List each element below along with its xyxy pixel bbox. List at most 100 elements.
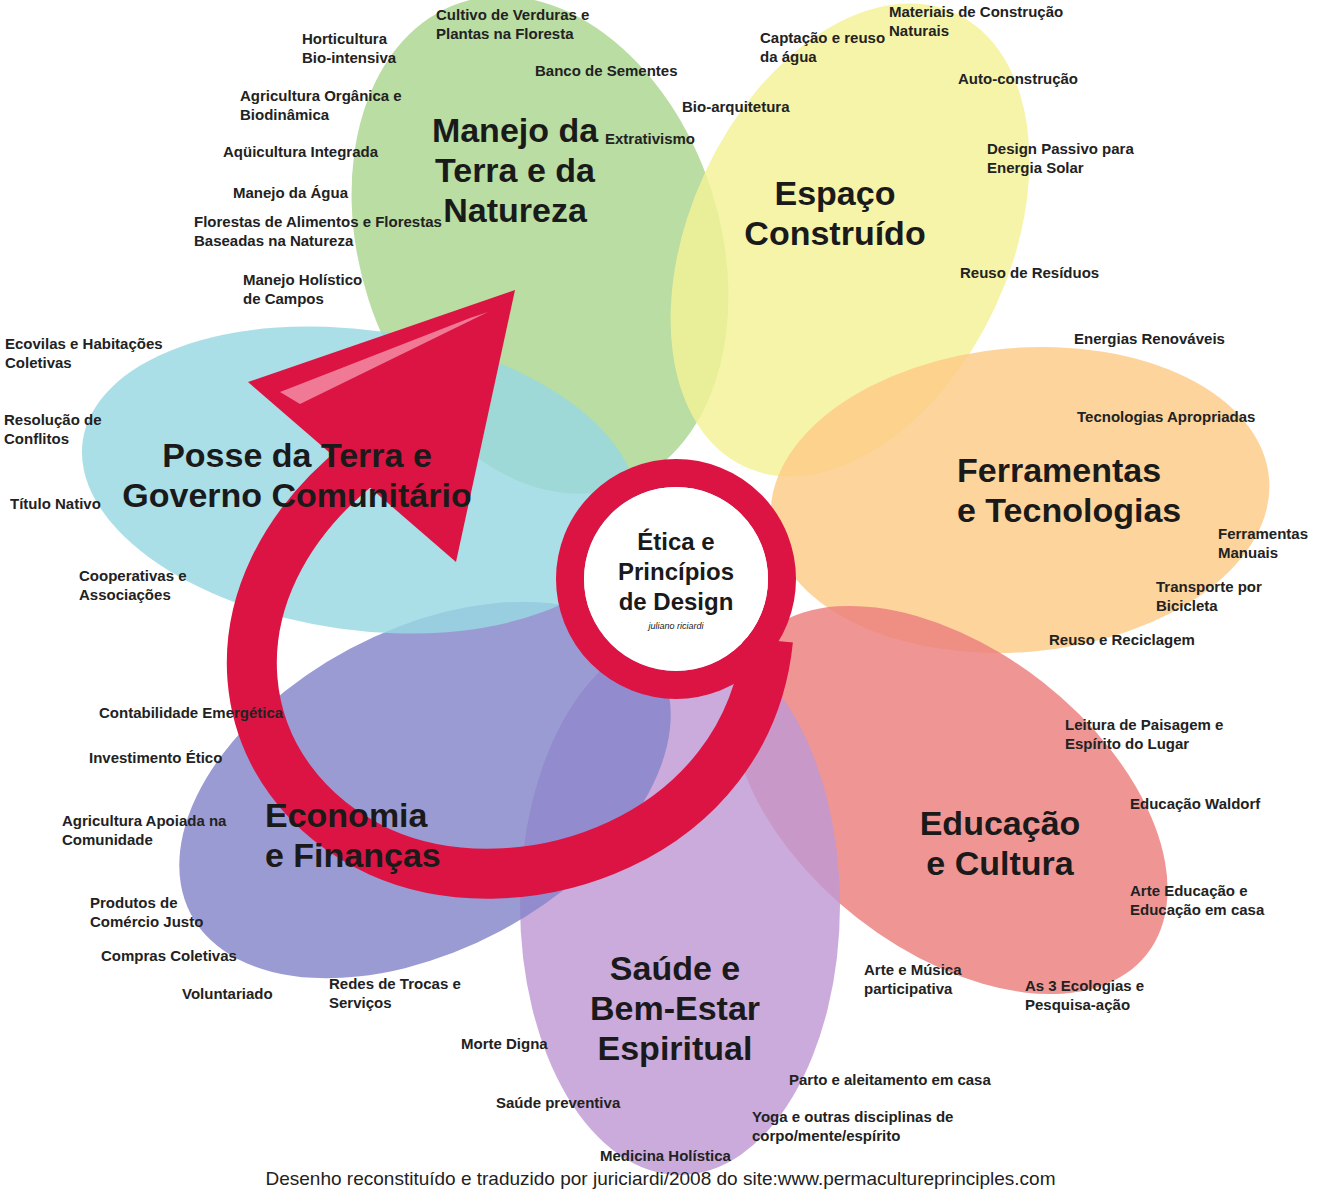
petal-heading: Saúde e Bem-Estar Espiritual (575, 948, 775, 1068)
caption: Desenho reconstituído e traduzido por ju… (0, 1168, 1321, 1190)
topic-label: Educação Waldorf (1130, 795, 1260, 814)
topic-text: Transporte por Bicicleta (1156, 578, 1288, 616)
caption-text: Desenho reconstituído e traduzido por ju… (266, 1168, 1056, 1189)
signature: juliano riciardi (648, 621, 703, 631)
topic-text: Educação Waldorf (1130, 795, 1260, 814)
topic-text: Saúde preventiva (496, 1094, 620, 1113)
petal-title: Economia e Finanças (265, 795, 449, 875)
petal-heading: Economia e Finanças (265, 795, 449, 875)
topic-label: Extrativismo (605, 130, 695, 149)
topic-text: Investimento Ético (89, 749, 222, 768)
topic-label: Reuso de Resíduos (960, 264, 1099, 283)
petal-heading: Ferramentas e Tecnologias (957, 450, 1189, 530)
topic-label: Ferramentas Manuais (1218, 525, 1318, 563)
topic-label: As 3 Ecologias e Pesquisa-ação (1025, 977, 1167, 1015)
topic-label: Agricultura Orgânica e Biodinâmica (240, 87, 420, 125)
topic-label: Manejo Holístico de Campos (243, 271, 383, 309)
topic-text: Extrativismo (605, 130, 695, 149)
topic-text: Reuso e Reciclagem (1049, 631, 1195, 650)
arrow-highlight (280, 312, 488, 404)
topic-label: Leitura de Paisagem e Espírito do Lugar (1065, 716, 1233, 754)
petal-title: Saúde e Bem-Estar Espiritual (575, 948, 775, 1068)
topic-text: Agricultura Apoiada na Comunidade (62, 812, 234, 850)
petal-heading: Posse da Terra e Governo Comunitário (97, 435, 497, 515)
topic-label: Resolução de Conflitos (4, 411, 120, 449)
topic-label: Voluntariado (182, 985, 273, 1004)
center-title: Ética e Princípios de Design (606, 527, 746, 617)
topic-label: Materiais de Construção Naturais (889, 3, 1067, 41)
topic-label: Aqüicultura Integrada (223, 143, 378, 162)
topic-text: Arte e Música participativa (864, 961, 982, 999)
topic-text: Medicina Holística (600, 1147, 731, 1166)
topic-text: Leitura de Paisagem e Espírito do Lugar (1065, 716, 1233, 754)
petal-heading: Educação e Cultura (910, 803, 1090, 883)
topic-text: Compras Coletivas (101, 947, 237, 966)
topic-text: Tecnologias Apropriadas (1077, 408, 1255, 427)
topic-label: Arte Educação e Educação em casa (1130, 882, 1290, 920)
topic-label: Compras Coletivas (101, 947, 237, 966)
topic-label: Redes de Trocas e Serviços (329, 975, 471, 1013)
petal-title: Educação e Cultura (910, 803, 1090, 883)
topic-text: As 3 Ecologias e Pesquisa-ação (1025, 977, 1167, 1015)
topic-label: Ecovilas e Habitações Coletivas (5, 335, 187, 373)
topic-text: Contabilidade Emergética (99, 704, 283, 723)
topic-label: Contabilidade Emergética (99, 704, 283, 723)
topic-label: Captação e reuso da água (760, 29, 888, 67)
topic-text: Ecovilas e Habitações Coletivas (5, 335, 187, 373)
topic-text: Cooperativas e Associações (79, 567, 207, 605)
petal-title: Ferramentas e Tecnologias (957, 450, 1189, 530)
topic-text: Auto-construção (958, 70, 1078, 89)
topic-label: Cultivo de Verduras e Plantas na Florest… (436, 6, 618, 44)
topic-text: Voluntariado (182, 985, 273, 1004)
topic-text: Horticultura Bio-intensiva (302, 30, 420, 68)
topic-label: Florestas de Alimentos e Florestas Basea… (194, 213, 466, 251)
topic-text: Agricultura Orgânica e Biodinâmica (240, 87, 420, 125)
topic-text: Aqüicultura Integrada (223, 143, 378, 162)
topic-label: Manejo da Água (233, 184, 348, 203)
topic-label: Investimento Ético (89, 749, 222, 768)
topic-text: Bio-arquitetura (682, 98, 790, 117)
topic-text: Resolução de Conflitos (4, 411, 120, 449)
topic-label: Reuso e Reciclagem (1049, 631, 1195, 650)
topic-text: Energias Renováveis (1074, 330, 1225, 349)
center-circle: Ética e Princípios de Design juliano rici… (584, 487, 768, 671)
topic-text: Título Nativo (10, 495, 101, 514)
topic-text: Manejo da Água (233, 184, 348, 203)
topic-text: Cultivo de Verduras e Plantas na Florest… (436, 6, 618, 44)
topic-text: Florestas de Alimentos e Florestas Basea… (194, 213, 466, 251)
topic-text: Captação e reuso da água (760, 29, 888, 67)
topic-text: Parto e aleitamento em casa (789, 1071, 991, 1090)
topic-text: Reuso de Resíduos (960, 264, 1099, 283)
topic-text: Banco de Sementes (535, 62, 678, 81)
topic-text: Ferramentas Manuais (1218, 525, 1318, 563)
topic-label: Agricultura Apoiada na Comunidade (62, 812, 234, 850)
topic-label: Auto-construção (958, 70, 1078, 89)
topic-label: Saúde preventiva (496, 1094, 620, 1113)
petal-title: Manejo da Terra e da Natureza (415, 110, 615, 230)
spiral-arrowhead (248, 290, 515, 562)
topic-text: Produtos de Comércio Justo (90, 894, 226, 932)
topic-label: Medicina Holística (600, 1147, 731, 1166)
topic-text: Materiais de Construção Naturais (889, 3, 1067, 41)
topic-text: Design Passivo para Energia Solar (987, 140, 1159, 178)
topic-label: Energias Renováveis (1074, 330, 1225, 349)
topic-label: Tecnologias Apropriadas (1077, 408, 1255, 427)
topic-text: Morte Digna (461, 1035, 548, 1054)
topic-label: Arte e Música participativa (864, 961, 982, 999)
petal-heading: Manejo da Terra e da Natureza (415, 110, 615, 230)
topic-label: Morte Digna (461, 1035, 548, 1054)
topic-text: Manejo Holístico de Campos (243, 271, 383, 309)
topic-label: Horticultura Bio-intensiva (302, 30, 420, 68)
topic-label: Parto e aleitamento em casa (789, 1071, 991, 1090)
petal-heading: Espaço Construído (735, 173, 935, 253)
topic-label: Design Passivo para Energia Solar (987, 140, 1159, 178)
topic-label: Título Nativo (10, 495, 101, 514)
topic-label: Produtos de Comércio Justo (90, 894, 226, 932)
topic-label: Banco de Sementes (535, 62, 678, 81)
petal-title: Espaço Construído (735, 173, 935, 253)
topic-label: Yoga e outras disciplinas de corpo/mente… (752, 1108, 964, 1146)
topic-text: Yoga e outras disciplinas de corpo/mente… (752, 1108, 964, 1146)
petal-title: Posse da Terra e Governo Comunitário (97, 435, 497, 515)
topic-text: Redes de Trocas e Serviços (329, 975, 471, 1013)
